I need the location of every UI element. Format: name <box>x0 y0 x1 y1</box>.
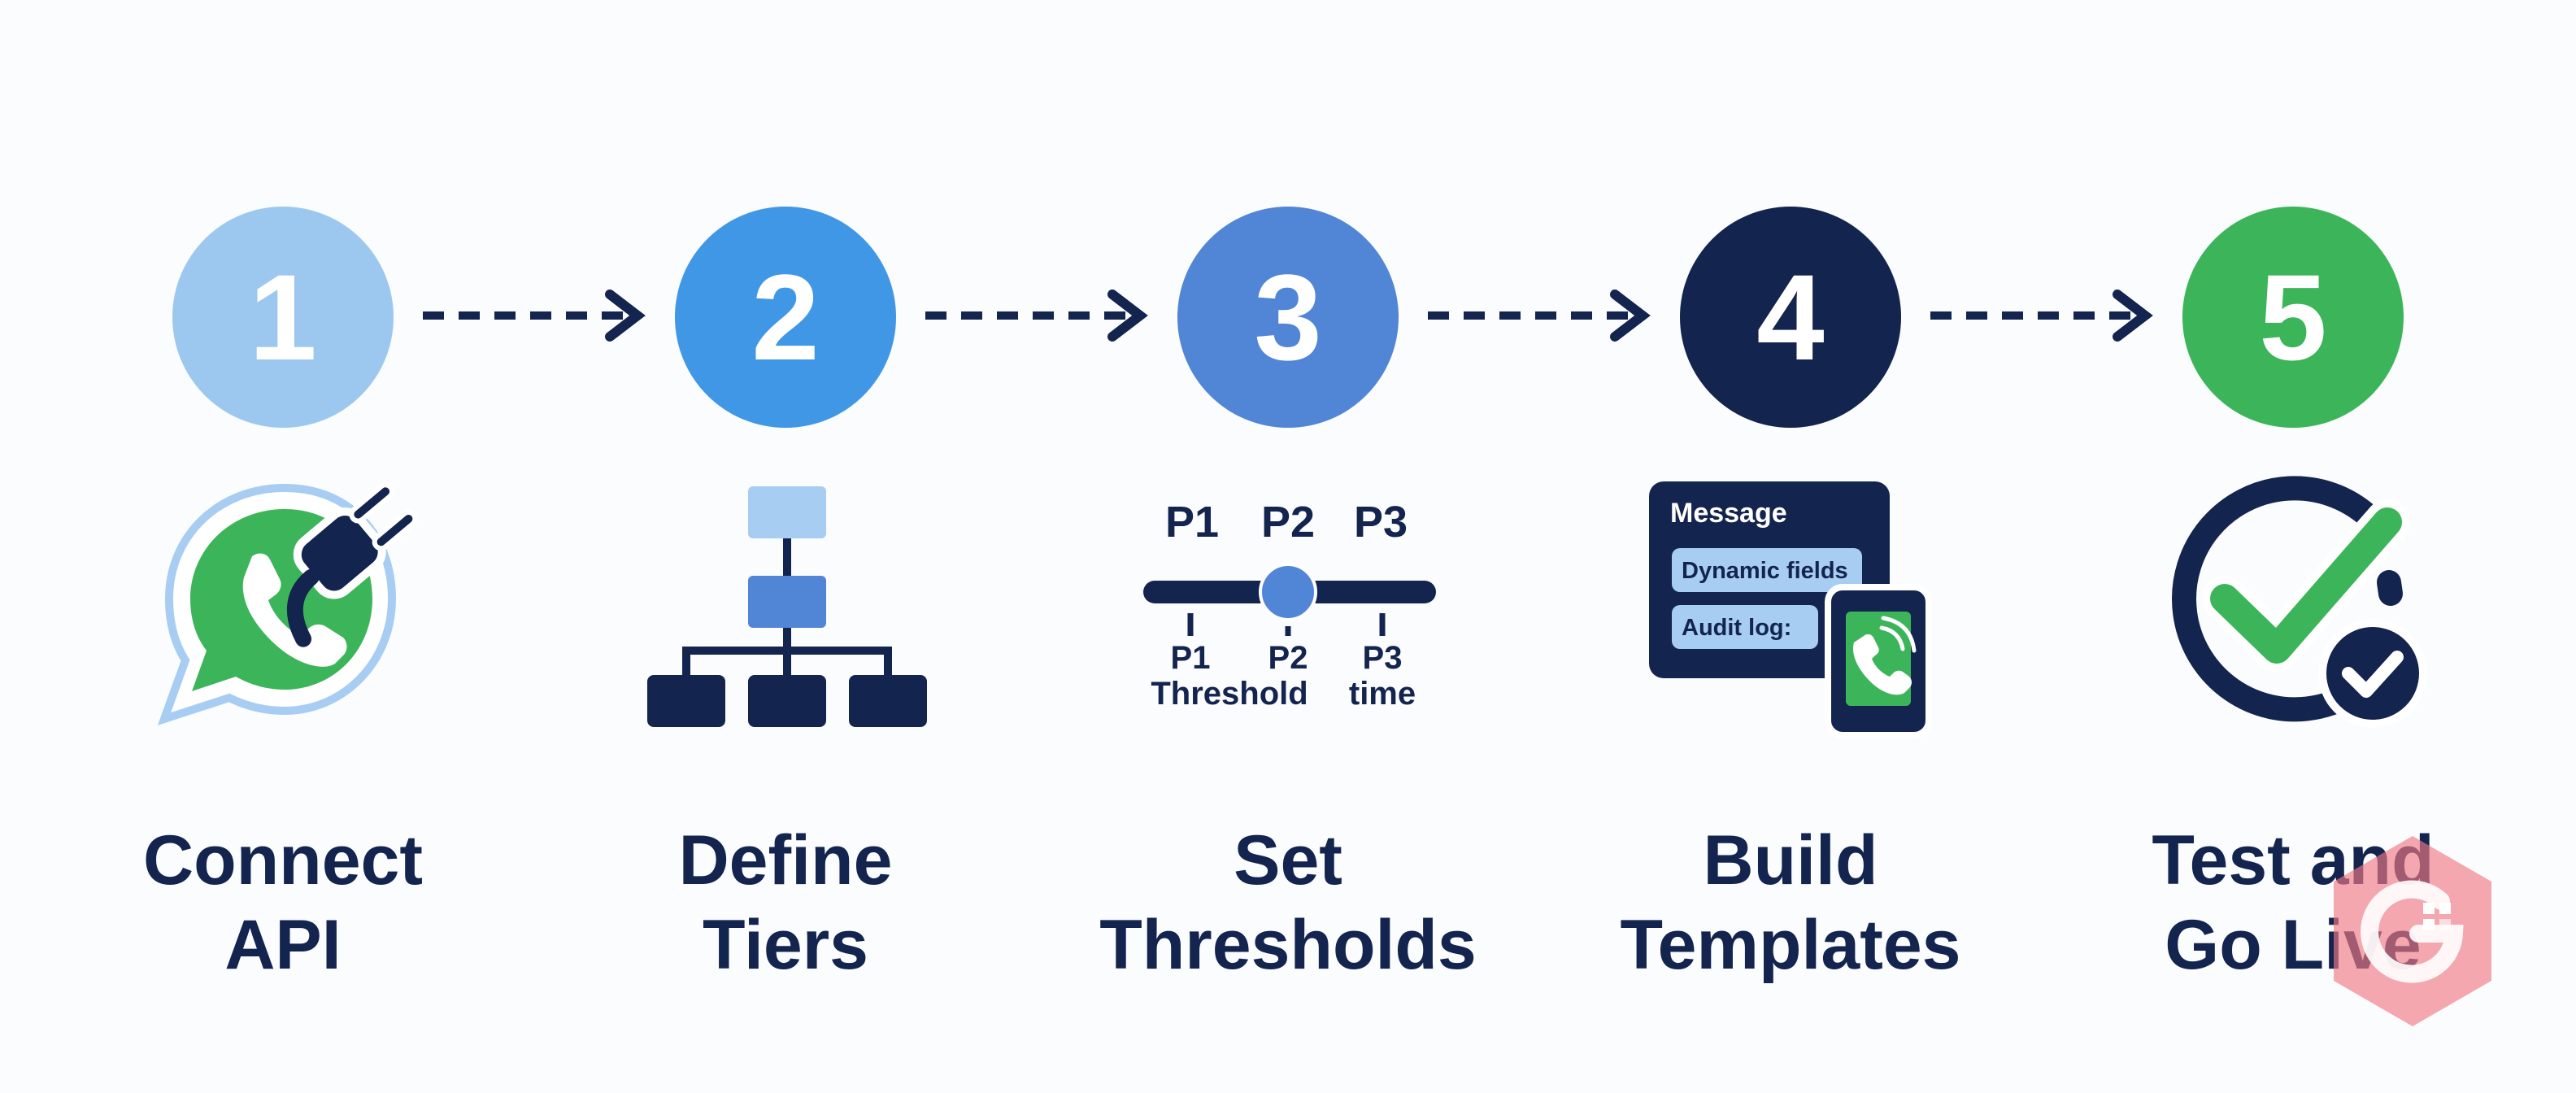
step-1-number: 1 <box>249 248 317 385</box>
arrow-4-5-icon <box>1930 290 2153 342</box>
threshold-sub-label-time: time <box>1349 676 1416 712</box>
check-circle-icon <box>2172 476 2427 728</box>
step-1-label: Connect API <box>55 818 511 987</box>
threshold-top-label-p3: P3 <box>1354 498 1408 546</box>
threshold-slider-knob <box>1259 563 1317 621</box>
threshold-bottom-label-p2: P2 <box>1268 640 1308 676</box>
step-3-circle: 3 <box>1177 207 1399 428</box>
threshold-bottom-label-p3: P3 <box>1363 640 1403 676</box>
threshold-top-label-p2: P2 <box>1261 498 1315 546</box>
step-1-label-line1: Connect <box>143 821 423 899</box>
template-field-audit: Audit log: <box>1682 615 1791 641</box>
threshold-top-label-p1: P1 <box>1165 498 1219 546</box>
template-title: Message <box>1670 498 1787 529</box>
step-2-label: Define Tiers <box>558 818 1013 987</box>
step-2-label-line2: Tiers <box>703 906 868 984</box>
step-4-label-line2: Templates <box>1620 906 1961 984</box>
step-3-label-line1: Set <box>1234 821 1342 899</box>
threshold-bottom-label-p1: P1 <box>1171 640 1211 676</box>
step-4-number: 4 <box>1756 248 1825 385</box>
threshold-slider-icon: P1 P2 P3 P1 P2 P3 Threshold time <box>1143 498 1436 712</box>
step-5-circle: 5 <box>2182 207 2404 428</box>
watermark-logo-icon <box>2334 836 2491 1026</box>
whatsapp-plug-icon <box>157 482 418 725</box>
step-4-label-line1: Build <box>1703 821 1878 899</box>
step-1-circle: 1 <box>172 207 394 428</box>
template-field-dynamic: Dynamic fields <box>1682 558 1848 584</box>
step-3-label: Set Thresholds <box>1060 818 1516 987</box>
step-4-label: Build Templates <box>1563 818 2018 987</box>
threshold-sub-label-threshold: Threshold <box>1151 676 1308 712</box>
step-4-circle: 4 <box>1680 207 1901 428</box>
step-1-label-line2: API <box>224 906 342 984</box>
arrow-3-4-icon <box>1428 290 1651 342</box>
step-2-label-line1: Define <box>678 821 893 899</box>
arrow-2-3-icon <box>925 290 1148 342</box>
arrow-1-2-icon <box>423 290 646 342</box>
step-2-circle: 2 <box>675 207 896 428</box>
step-2-number: 2 <box>751 248 820 385</box>
message-template-phone-icon: Message Dynamic fields Audit log: <box>1649 481 1932 738</box>
hierarchy-tree-icon <box>647 486 927 727</box>
step-3-number: 3 <box>1254 248 1322 385</box>
step-3-label-line2: Thresholds <box>1099 906 1477 984</box>
small-check-badge-icon <box>2318 619 2427 728</box>
step-5-number: 5 <box>2259 248 2327 385</box>
